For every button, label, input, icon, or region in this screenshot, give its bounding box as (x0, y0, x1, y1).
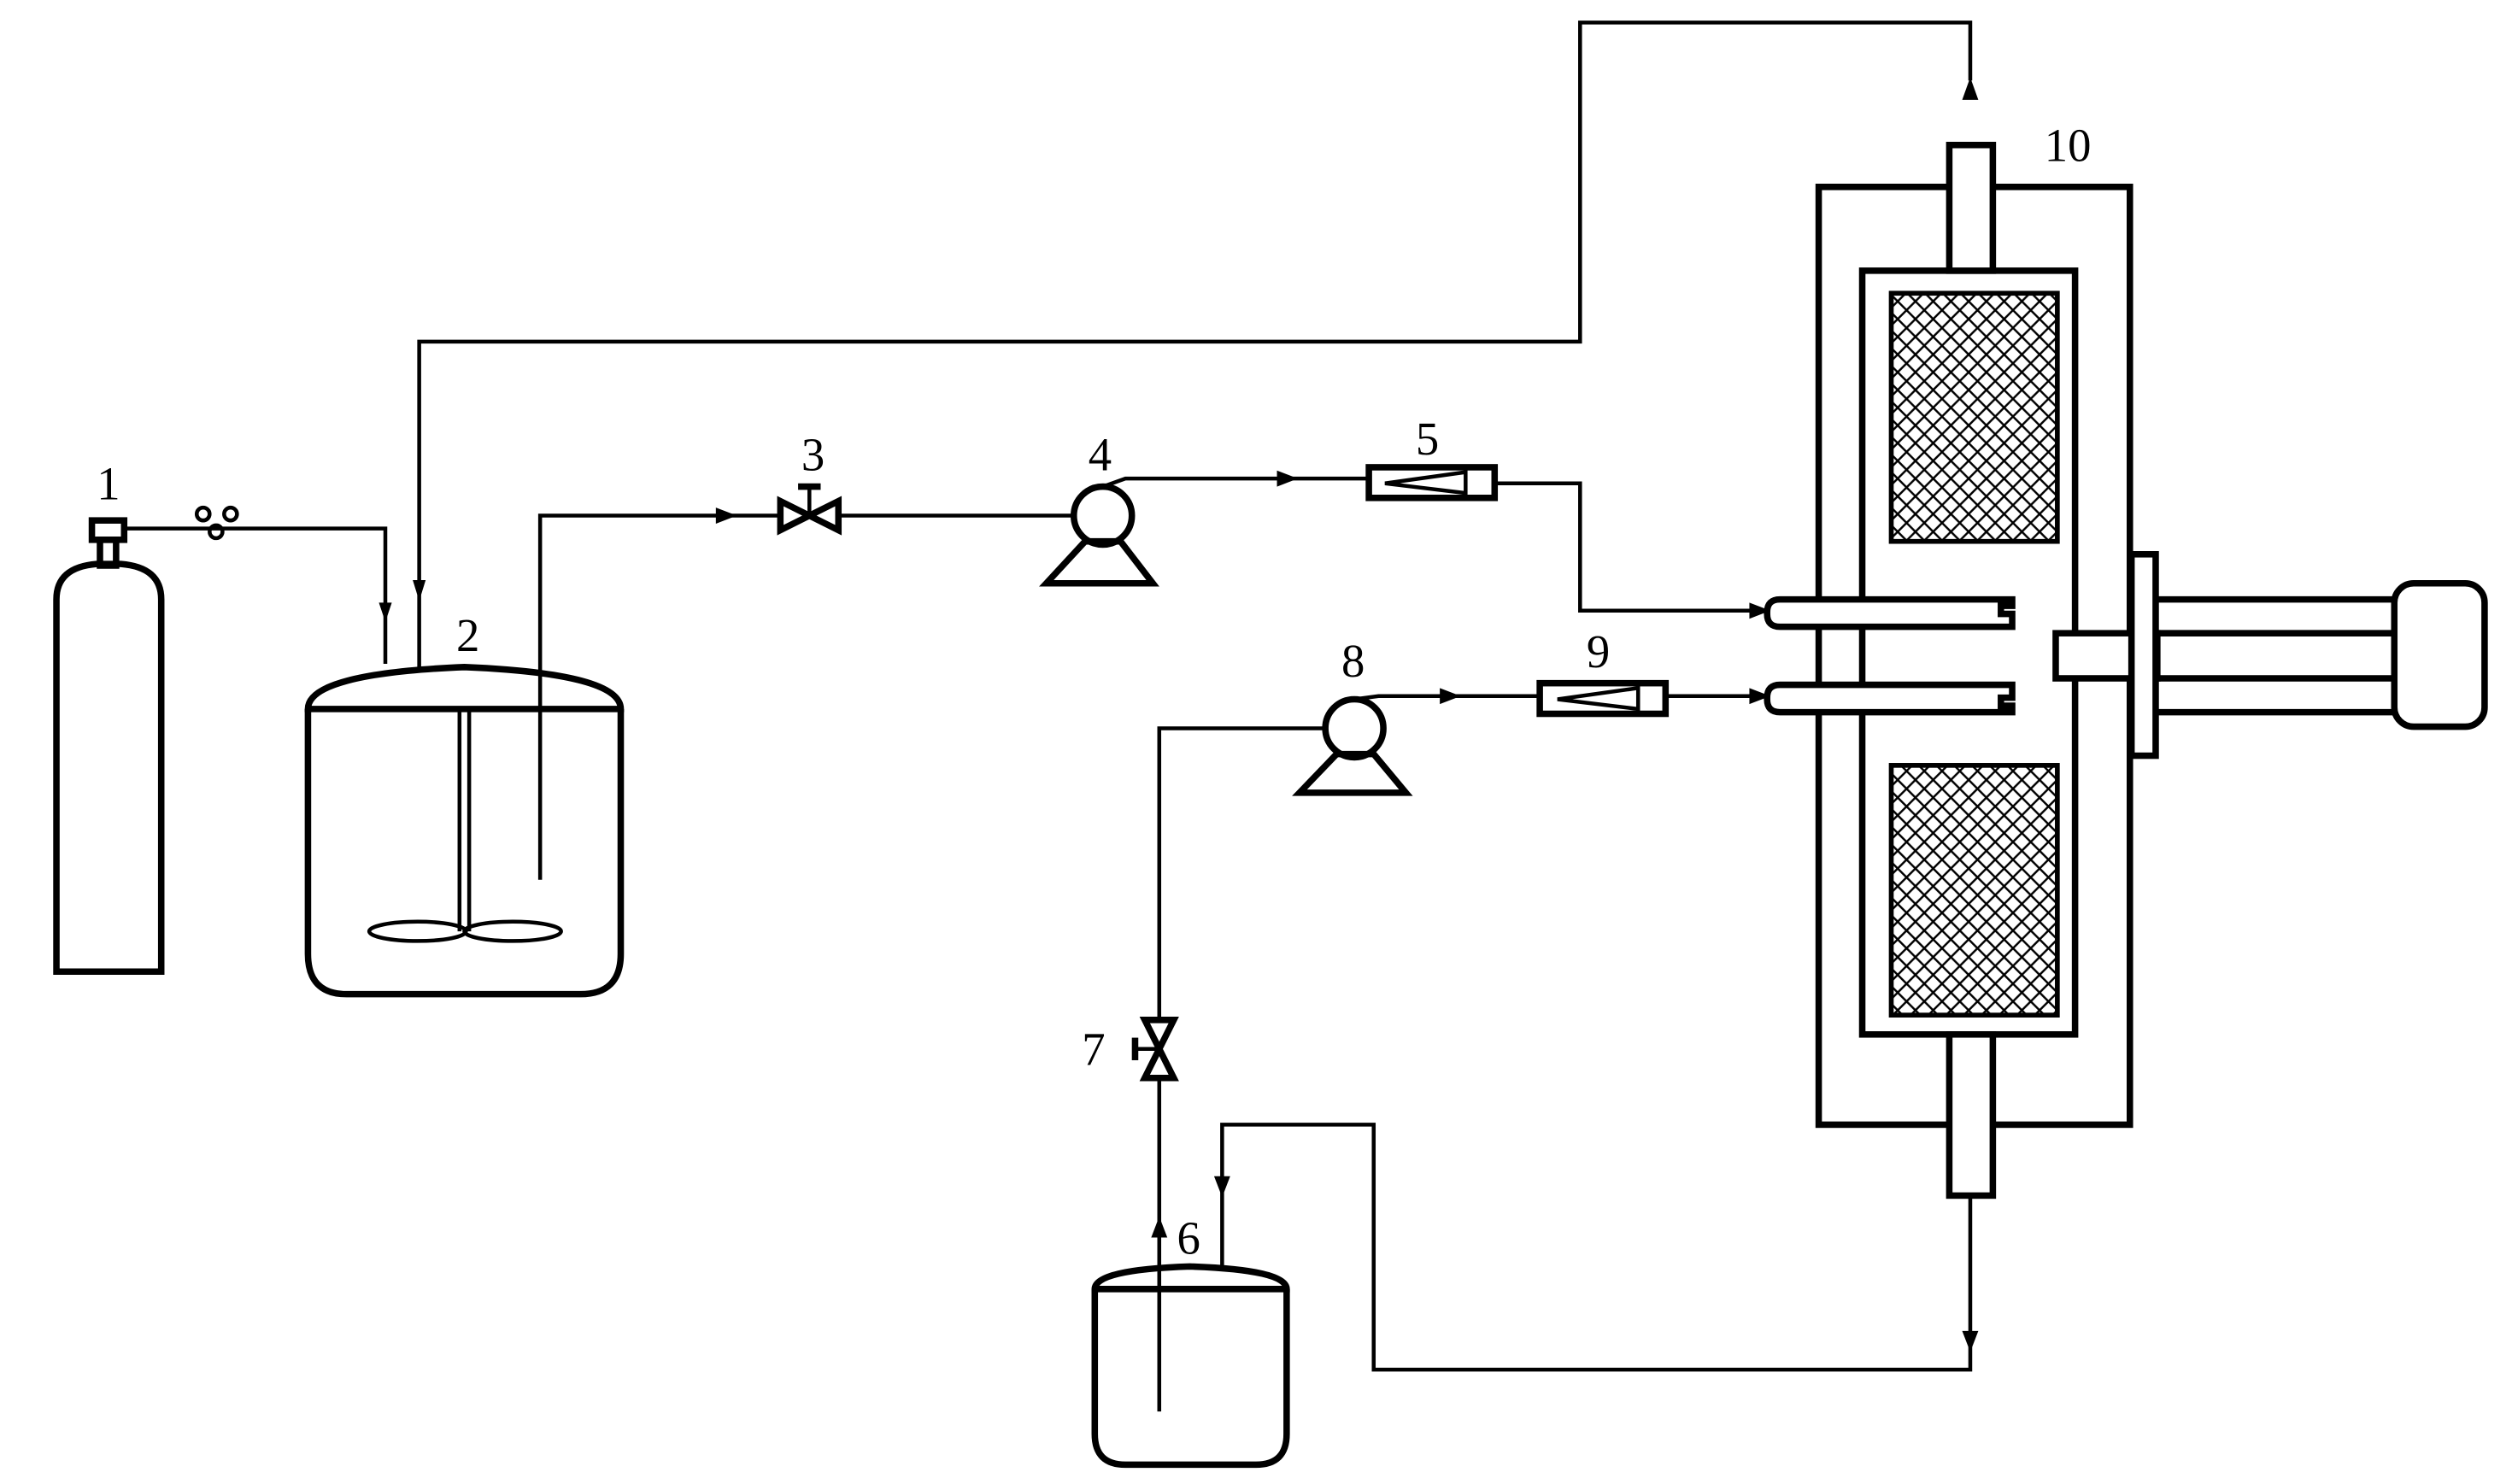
pump-4 (1039, 483, 1159, 587)
label-4: 4 (1089, 429, 1112, 481)
return-line-bottom (1220, 1123, 1973, 1372)
label-9: 9 (1587, 625, 1610, 677)
flowmeter5-outlet-line (1494, 481, 1770, 613)
receiver-vessel (1091, 1263, 1290, 1469)
pressure-regulator (194, 505, 239, 541)
flowmeter-5 (1365, 464, 1499, 502)
label-1: 1 (97, 458, 120, 510)
pump8-outlet-line (1353, 694, 1541, 701)
stirred-tank (304, 664, 625, 998)
label-10: 10 (2045, 120, 2092, 172)
label-5: 5 (1416, 413, 1439, 465)
line-to-pump-8 (1157, 726, 1326, 1020)
tank-outlet-line (537, 513, 781, 880)
label-8: 8 (1341, 635, 1365, 687)
valve-7 (1131, 1017, 1179, 1082)
label-7: 7 (1082, 1024, 1105, 1076)
pump4-outlet-line (1101, 476, 1370, 489)
gas-cylinder (53, 517, 165, 976)
recycle-line-top (417, 21, 1973, 667)
label-2: 2 (456, 609, 479, 661)
flowmeter-9 (1536, 679, 1670, 718)
label-3: 3 (801, 429, 825, 481)
rotating-packed-bed (1764, 141, 2488, 1200)
label-6: 6 (1177, 1211, 1200, 1264)
pump-8 (1292, 695, 1413, 796)
valve-3 (777, 483, 842, 536)
